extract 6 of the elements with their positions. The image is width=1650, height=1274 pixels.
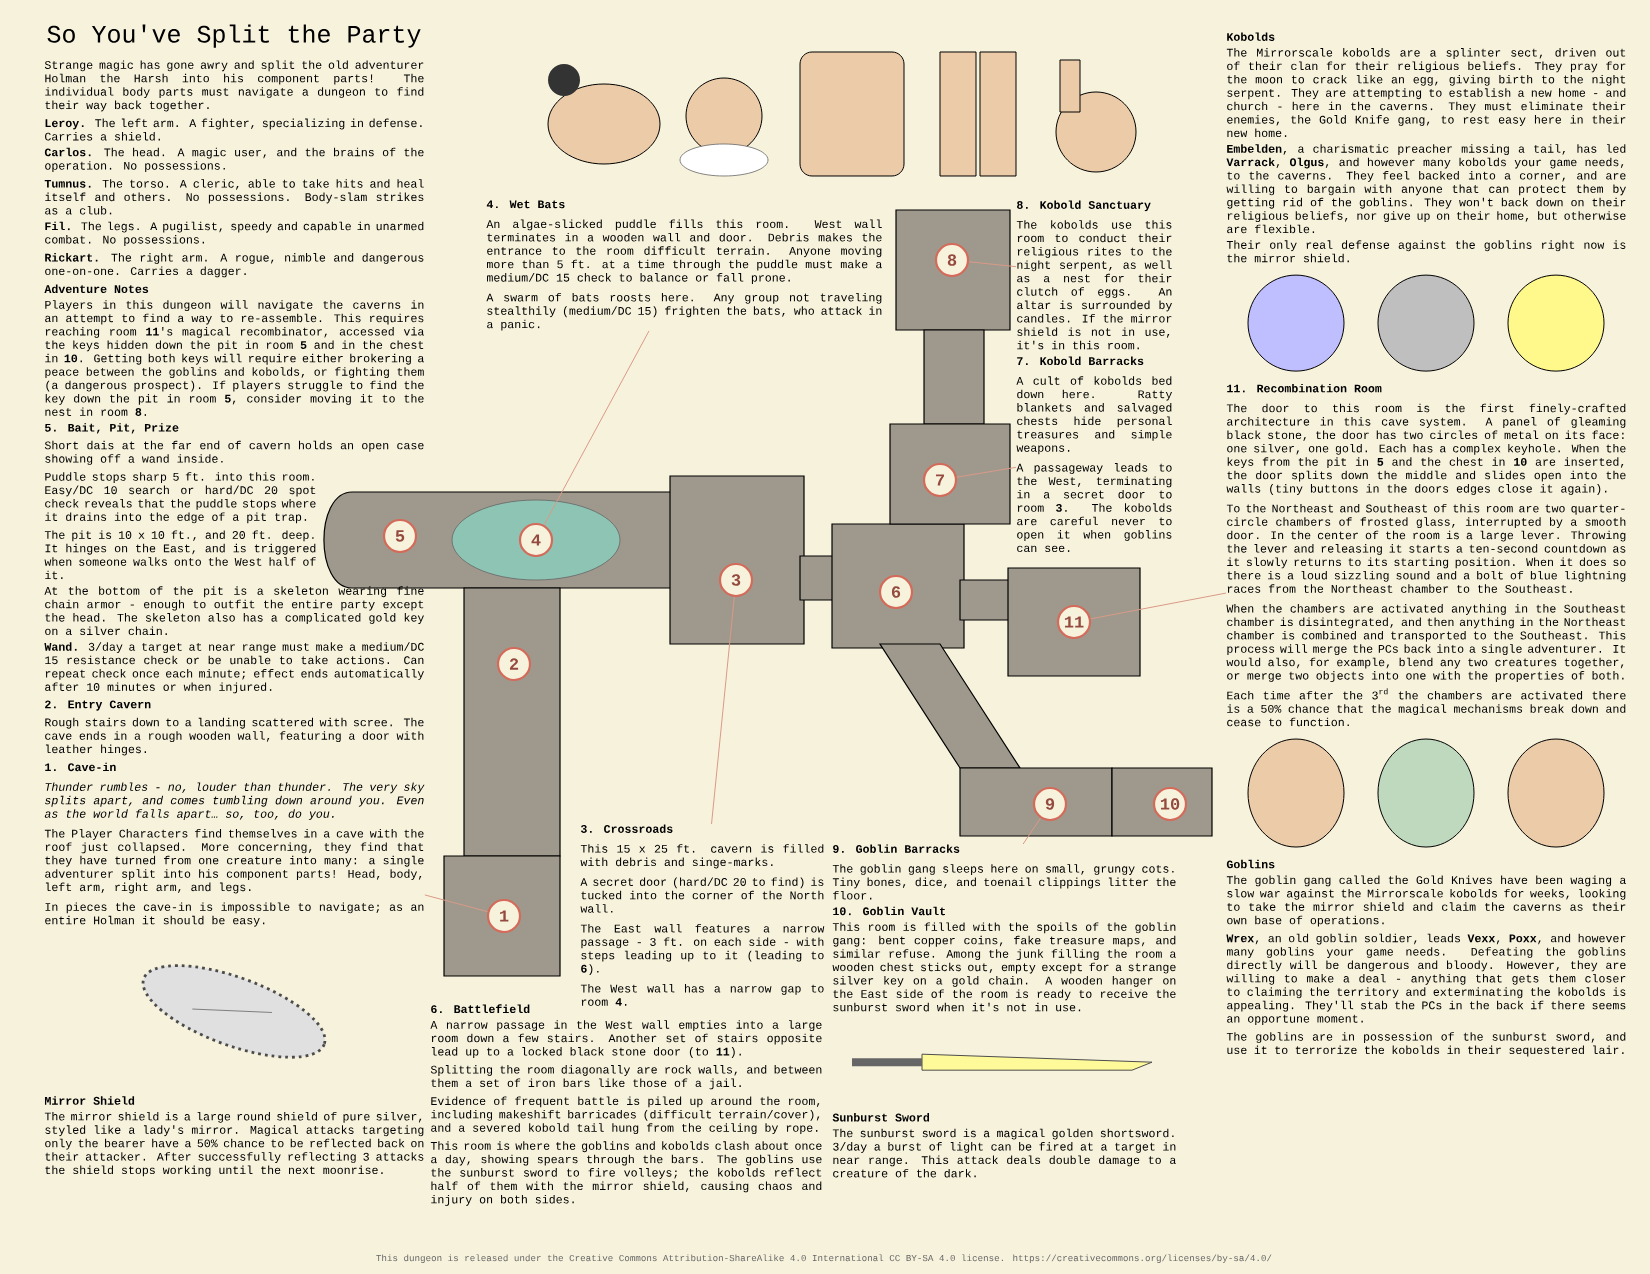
- leader-line: [968, 261, 1017, 268]
- leader-line: [711, 596, 735, 825]
- leader-line: [1022, 817, 1041, 845]
- leader-line: [1090, 592, 1227, 620]
- title: So You've Split the Party: [47, 24, 421, 48]
- leader-line: [543, 330, 650, 526]
